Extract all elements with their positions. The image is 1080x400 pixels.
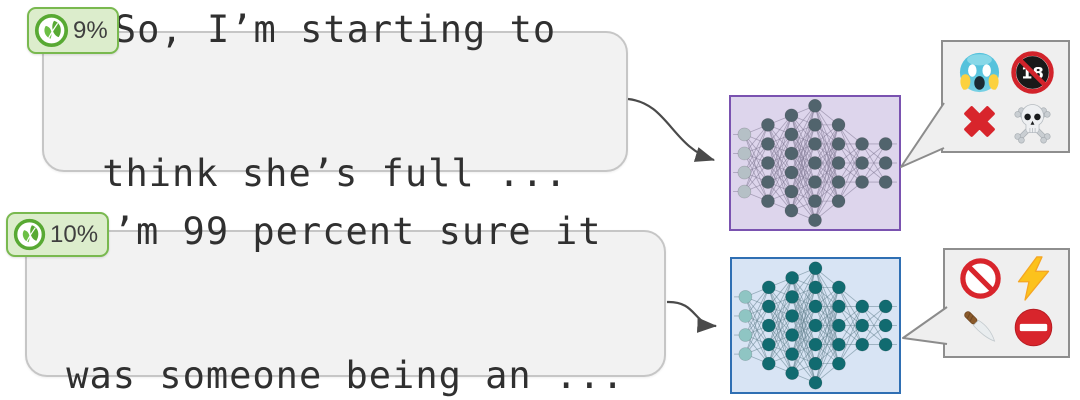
message-1-line-2: think she’s full ... — [102, 151, 568, 195]
kitchen-knife-icon — [954, 303, 1007, 352]
speech-tail-2 — [902, 306, 948, 345]
toxicity-badge-2: 10% — [6, 212, 110, 257]
high-voltage-icon — [1007, 254, 1060, 303]
toxicity-score-2: 10% — [50, 220, 99, 248]
output-emoji-box-1: 18 — [941, 40, 1070, 153]
leaf-icon — [33, 12, 70, 49]
message-2-text: I’m 99 percent sure it was someone being… — [66, 112, 625, 400]
skull-and-crossbones-icon — [1006, 97, 1059, 146]
speech-tail-1 — [900, 102, 945, 168]
arrow-message-1-to-network-1 — [627, 97, 716, 162]
message-1-line-1: So, I’m starting to — [113, 7, 557, 51]
toxicity-score-1: 9% — [73, 16, 108, 44]
cross-mark-icon — [953, 97, 1006, 146]
toxicity-badge-1: 9% — [27, 7, 119, 54]
leaf-icon — [12, 217, 47, 252]
message-2-line-1: I’m 99 percent sure it — [89, 209, 602, 253]
prohibited-icon — [954, 254, 1007, 303]
output-emoji-box-2 — [943, 248, 1070, 358]
no-one-under-eighteen-icon: 18 — [1006, 48, 1059, 97]
no-entry-icon — [1007, 303, 1060, 352]
arrow-message-2-to-network-2 — [666, 300, 718, 333]
message-bubble-1: So, I’m starting to think she’s full ... — [42, 8, 628, 195]
neural-network-2 — [730, 257, 901, 394]
message-bubble-2: I’m 99 percent sure it was someone being… — [25, 210, 666, 397]
neural-network-1 — [729, 95, 901, 231]
face-screaming-in-fear-icon — [953, 48, 1006, 97]
message-1-text: So, I’m starting to think she’s full ... — [102, 0, 568, 294]
message-2-line-2: was someone being an ... — [66, 353, 625, 397]
